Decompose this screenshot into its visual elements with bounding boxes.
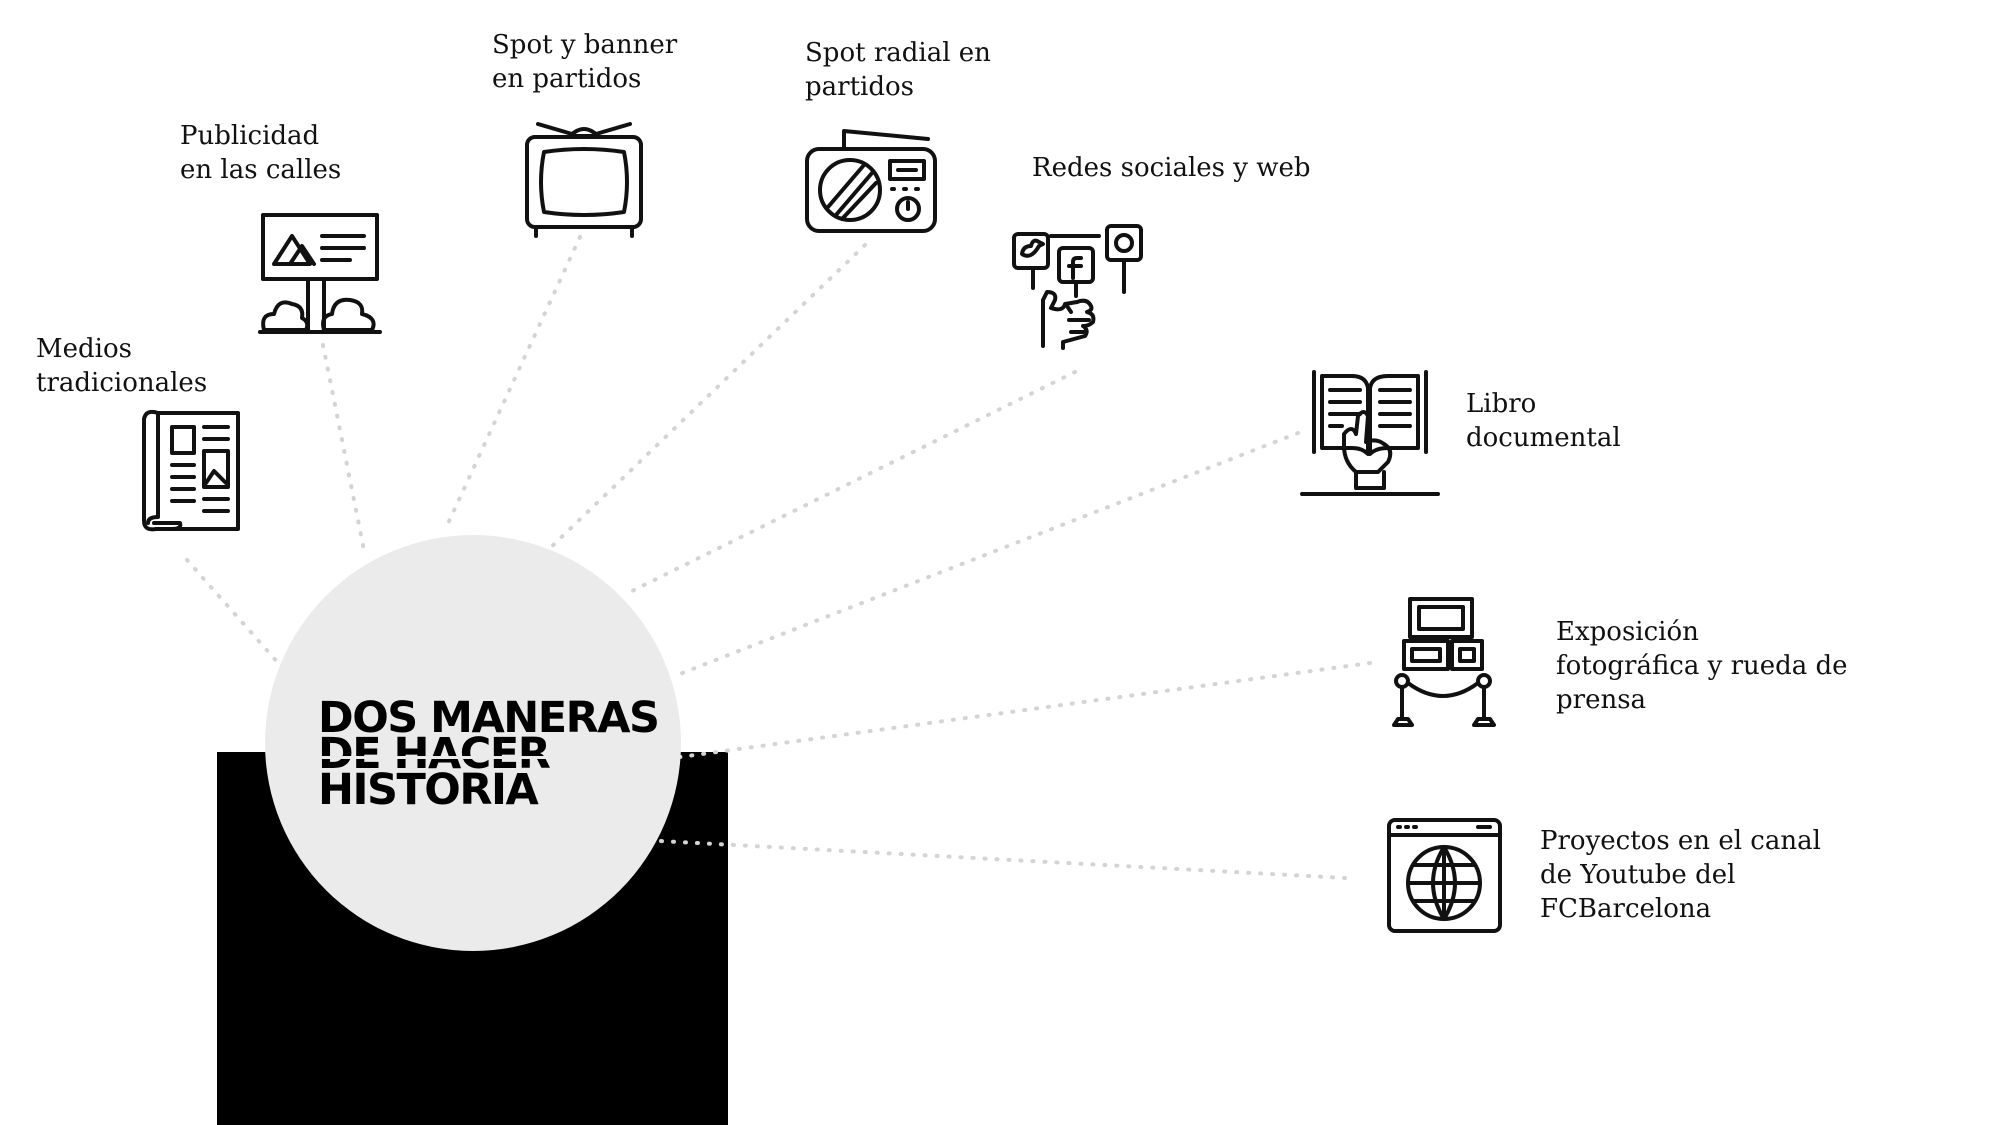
connector-spot-radial bbox=[543, 243, 867, 555]
node-libro-label: Libro documental bbox=[1466, 389, 1621, 453]
center-title-line-1: DOS MANERAS bbox=[318, 693, 660, 743]
connector-youtube bbox=[658, 839, 1347, 880]
connector-medios bbox=[185, 558, 282, 667]
center-circle bbox=[265, 535, 681, 951]
node-redes-label: Redes sociales y web bbox=[1032, 153, 1311, 183]
center-title-line-2: DE HACER bbox=[318, 733, 678, 776]
node-exposicion-label: Exposición fotográfica y rueda de prensa bbox=[1556, 617, 1848, 715]
connector-libro bbox=[670, 431, 1300, 679]
newspaper-icon bbox=[140, 405, 242, 535]
exhibition-icon bbox=[1390, 595, 1496, 729]
node-medios-label: Medios tradicionales bbox=[36, 334, 208, 398]
connector-publicidad bbox=[321, 343, 367, 557]
connector-exposicion bbox=[678, 661, 1372, 759]
connector-spot-banner bbox=[443, 235, 582, 532]
globe-browser-icon bbox=[1386, 817, 1503, 934]
node-spot-banner-label: Spot y banner en partidos bbox=[492, 30, 678, 94]
node-spot-radial-label: Spot radial en partidos bbox=[805, 38, 991, 102]
node-youtube-label: Proyectos en el canal de Youtube del FCB… bbox=[1540, 826, 1821, 924]
center-title-line-3: HISTORIA bbox=[318, 765, 539, 815]
radio-icon bbox=[804, 127, 939, 234]
book-icon bbox=[1300, 368, 1440, 498]
social-media-icon bbox=[1011, 222, 1146, 352]
television-icon bbox=[524, 120, 644, 240]
node-publicidad-label: Publicidad en las calles bbox=[180, 121, 342, 185]
connector-redes bbox=[628, 370, 1077, 594]
center-title: DOS MANERAS DE HACER HISTORIA bbox=[318, 693, 678, 815]
billboard-icon bbox=[258, 212, 382, 337]
